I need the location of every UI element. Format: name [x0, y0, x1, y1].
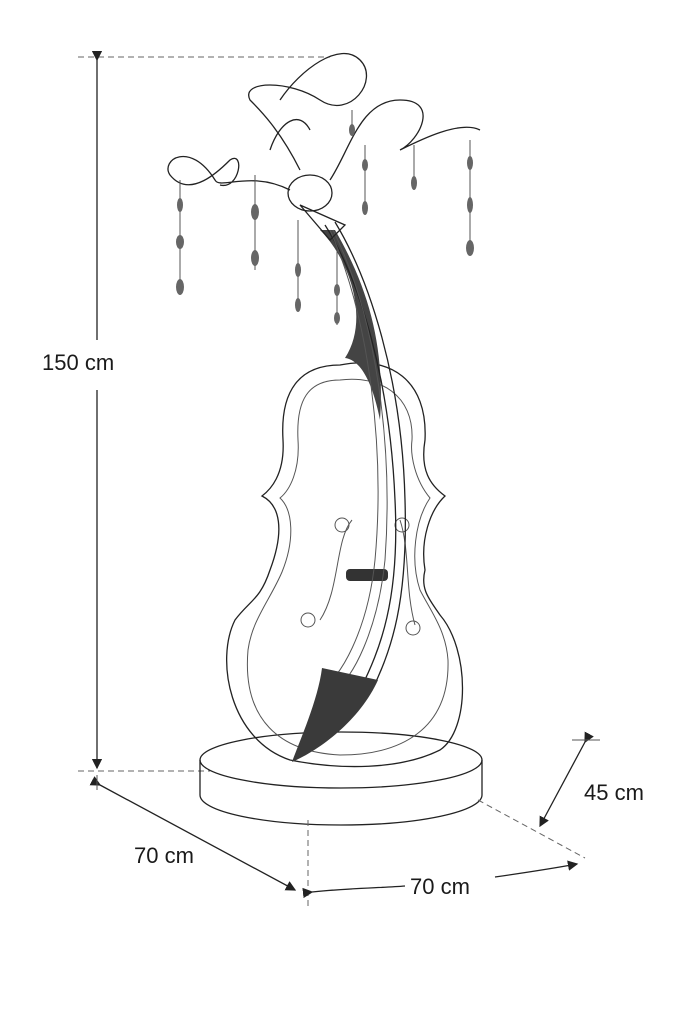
- cello-neck: [287, 174, 407, 691]
- depth-dimension-line: [89, 775, 297, 891]
- cello-body: [226, 362, 464, 768]
- round-base: [199, 731, 483, 826]
- height-label: 150 cm: [40, 350, 117, 376]
- tailpiece: [292, 668, 378, 762]
- bridge: [346, 569, 388, 581]
- hanging-drops: [176, 110, 474, 325]
- base-height-label: 45 cm: [582, 780, 646, 806]
- height-dimension-line: [78, 50, 330, 772]
- width-dimension-line: [302, 799, 586, 910]
- width-label: 70 cm: [408, 874, 472, 900]
- base-height-dimension-line: [539, 731, 600, 828]
- decorative-wires: [167, 53, 481, 191]
- depth-label: 70 cm: [132, 843, 196, 869]
